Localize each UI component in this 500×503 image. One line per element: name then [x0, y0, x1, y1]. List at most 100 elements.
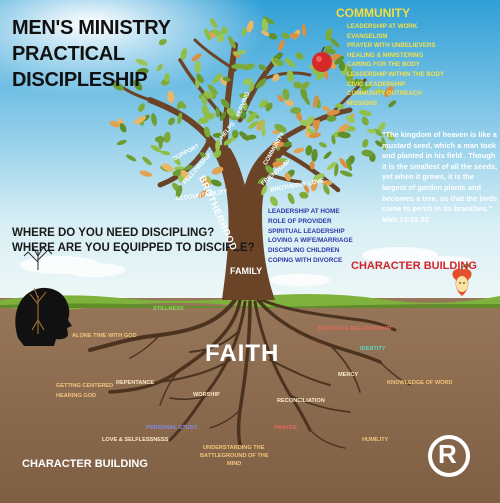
leaf: [164, 72, 170, 82]
root-label-reconciliation: RECONCILIATION: [277, 398, 325, 404]
leaf: [177, 112, 183, 125]
leaf: [345, 74, 355, 86]
leaf: [272, 73, 280, 82]
leaf: [335, 103, 345, 109]
leaf: [126, 154, 137, 162]
leaf: [265, 165, 275, 176]
leaf: [242, 102, 248, 111]
character-building-right: CHARACTER BUILDING: [351, 260, 477, 272]
leaf: [112, 81, 124, 91]
leaf: [300, 87, 308, 101]
root-label-getting-centered: GETTING CENTERED: [56, 383, 114, 389]
title-line-3: DISCIPLESHIP: [12, 69, 148, 91]
leaf: [301, 24, 307, 37]
root-label-alone-time: ALONE TIME WITH GOD: [72, 333, 137, 339]
leaf: [233, 50, 247, 56]
community-item-8: MISSIONS: [347, 99, 378, 107]
leaf: [278, 39, 285, 51]
family-item-0: LEADERSHIP AT HOME: [268, 208, 340, 215]
root-label-humility: HUMILITY: [362, 437, 389, 443]
community-heading: COMMUNITY: [336, 6, 410, 20]
tree-trunk: [205, 135, 292, 300]
leaf: [220, 99, 230, 108]
leaf: [150, 144, 162, 153]
leaf: [156, 63, 163, 72]
apple-half-icon: [452, 263, 472, 296]
leaf: [239, 92, 250, 99]
leaf: [326, 115, 337, 122]
leaf: [257, 176, 266, 185]
leaf: [211, 166, 224, 175]
leaf: [268, 32, 278, 40]
community-item-4: CARING FOR THE BODY: [347, 61, 420, 69]
leaf: [309, 161, 315, 170]
leaf: [215, 106, 221, 118]
leaf: [358, 109, 372, 117]
leaf: [271, 141, 285, 148]
leaf: [161, 163, 174, 172]
leaf: [311, 148, 318, 162]
leaf: [283, 141, 292, 148]
leaf: [385, 132, 395, 141]
r-logo-icon: [428, 435, 470, 477]
leaf: [248, 120, 259, 129]
leaf: [289, 33, 299, 39]
leaf: [207, 84, 218, 95]
leaf: [133, 115, 146, 125]
leaf: [184, 164, 193, 171]
leaf: [281, 32, 290, 39]
root-label-love-selflessness: LOVE & SELFLESSNESS: [102, 437, 169, 443]
leaf: [330, 38, 340, 48]
leaf: [217, 34, 225, 43]
leaf: [353, 78, 359, 87]
leaf: [361, 149, 374, 157]
root-label-worship: WORSHIP: [193, 392, 220, 398]
leaf: [200, 95, 208, 106]
leaf: [262, 16, 275, 25]
root-label-knowledge-of-word: KNOWLEDGE OF WORD: [387, 380, 453, 386]
leaf: [212, 72, 223, 84]
leaf: [210, 18, 218, 29]
leaf: [375, 88, 386, 94]
leaf: [323, 184, 330, 195]
leaf: [258, 64, 267, 71]
leaf: [109, 120, 121, 128]
root-label-personal-study: PERSONAL STUDY: [146, 425, 198, 431]
leaf: [322, 106, 331, 112]
root-label-baptism-relationship: BAPTISM & RELATIONSHIP: [318, 326, 392, 332]
leaf: [139, 170, 152, 177]
leaf: [198, 117, 209, 124]
root-label-repentance: REPENTANCE: [116, 380, 155, 386]
leaf: [287, 193, 295, 205]
leaf: [201, 177, 211, 187]
leaf: [191, 53, 202, 62]
leaf: [168, 117, 176, 126]
leaf: [381, 136, 387, 151]
family-item-2: SPIRITUAL LEADERSHIP: [268, 227, 345, 235]
leaf: [231, 129, 239, 139]
leaf: [324, 48, 336, 55]
leaf: [373, 128, 383, 137]
question-line-2: WHERE ARE YOU EQUIPPED TO DISCIPLE?: [12, 242, 255, 254]
leaf: [323, 151, 332, 160]
family-label: FAMILY: [230, 266, 263, 276]
leaf: [282, 88, 290, 101]
leaf: [357, 79, 366, 89]
leaf: [259, 99, 268, 108]
leaf: [293, 147, 305, 154]
leaf: [285, 99, 294, 107]
leaf: [215, 139, 221, 152]
leaf: [272, 160, 284, 168]
leaf: [176, 100, 184, 110]
leaf: [119, 123, 127, 133]
leaf: [306, 128, 315, 135]
leaf: [135, 58, 148, 66]
leaf: [315, 71, 326, 80]
root-label-understanding-3: MIND: [227, 461, 242, 467]
root-label-understanding-1: UNDERSTANDING THE: [203, 445, 265, 451]
leaf: [325, 27, 333, 41]
leaf: [173, 157, 181, 166]
leaf: [242, 63, 255, 71]
